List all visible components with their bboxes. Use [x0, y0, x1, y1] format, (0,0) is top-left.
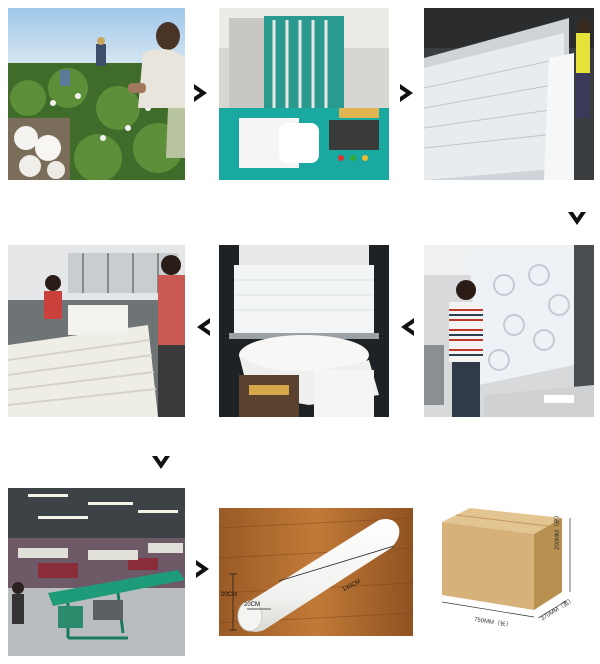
- roll-diameter-label: 20CM: [221, 592, 238, 598]
- chevron-down-icon: [150, 452, 172, 474]
- photo-cotton-picking: [8, 8, 185, 180]
- roll-end-label: 20CM: [244, 602, 261, 608]
- photo-fabric-folding: [8, 245, 185, 417]
- chevron-right-icon: [190, 82, 212, 104]
- photo-knitting-machine: [424, 8, 594, 180]
- carton-height-label: 200MM（高）: [555, 511, 561, 550]
- chevron-right-icon: [396, 82, 418, 104]
- chevron-right-icon: [192, 558, 214, 580]
- photo-spinning-machine: [219, 8, 389, 180]
- chevron-down-icon: [566, 208, 588, 230]
- photo-fabric-inspection: [424, 245, 594, 417]
- photo-rolled-product: [219, 508, 413, 636]
- photo-warehouse-conveyor: [8, 488, 185, 656]
- chevron-left-icon: [192, 316, 214, 338]
- photo-fabric-roll-winding: [219, 245, 389, 417]
- photo-shipping-carton: [430, 500, 594, 640]
- chevron-left-icon: [396, 316, 418, 338]
